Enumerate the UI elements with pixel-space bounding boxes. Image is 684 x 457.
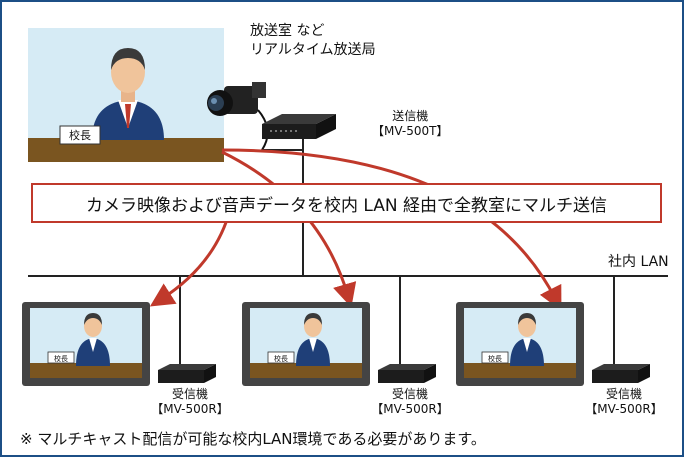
receiver-model: 【MV-500R】 [151, 402, 229, 416]
lan-label: 社内 LAN [608, 254, 669, 270]
transmitter-device [262, 114, 336, 139]
receiver-name: 受信機 [605, 387, 642, 401]
receiver-name: 受信機 [171, 387, 208, 401]
footnote: ※ マルチキャスト配信が可能な校内LAN環境である必要があります。 [20, 430, 486, 448]
transmitter-model: 【MV-500T】 [372, 124, 449, 138]
transmitter-name: 送信機 [392, 109, 429, 123]
broadcast-station-label: 放送室 など リアルタイム放送局 [250, 22, 376, 60]
classroom-monitor-3: 校長 [456, 302, 584, 386]
video-camera-icon [207, 82, 269, 151]
receiver-label-3: 受信機 【MV-500R】 [579, 387, 669, 417]
network-cabling [28, 139, 668, 366]
classroom-monitor-1: 校長 [22, 302, 150, 386]
nameplate [59, 125, 101, 145]
receiver-label-2: 受信機 【MV-500R】 [365, 387, 455, 417]
station-label-line-2: リアルタイム放送局 [250, 42, 376, 58]
nameplate-label: 校長 [69, 128, 91, 142]
transmitter-label: 送信機 【MV-500T】 [372, 109, 448, 139]
station-label-line-1: 放送室 など [250, 23, 325, 39]
receiver-name: 受信機 [391, 387, 428, 401]
broadcast-room-scene: 校長 [28, 28, 224, 162]
nameplate-label: 校長 [488, 354, 502, 363]
receiver-device-3 [592, 364, 650, 383]
receiver-device-2 [378, 364, 436, 383]
receiver-model: 【MV-500R】 [371, 402, 449, 416]
receiver-model: 【MV-500R】 [585, 402, 663, 416]
nameplate-label: 校長 [54, 354, 68, 363]
receiver-label-1: 受信機 【MV-500R】 [145, 387, 235, 417]
arrow-to-classroom-3 [221, 148, 562, 311]
principal-figure [92, 48, 164, 140]
headline-banner: カメラ映像および音声データを校内 LAN 経由で全教室にマルチ送信 [31, 183, 662, 223]
classroom-monitor-2: 校長 [242, 302, 370, 386]
nameplate-label: 校長 [274, 354, 288, 363]
receiver-device-1 [158, 364, 216, 383]
broadcast-arrows [149, 148, 562, 311]
arrow-to-classroom-1 [149, 209, 232, 307]
arrow-to-classroom-2 [221, 150, 357, 308]
